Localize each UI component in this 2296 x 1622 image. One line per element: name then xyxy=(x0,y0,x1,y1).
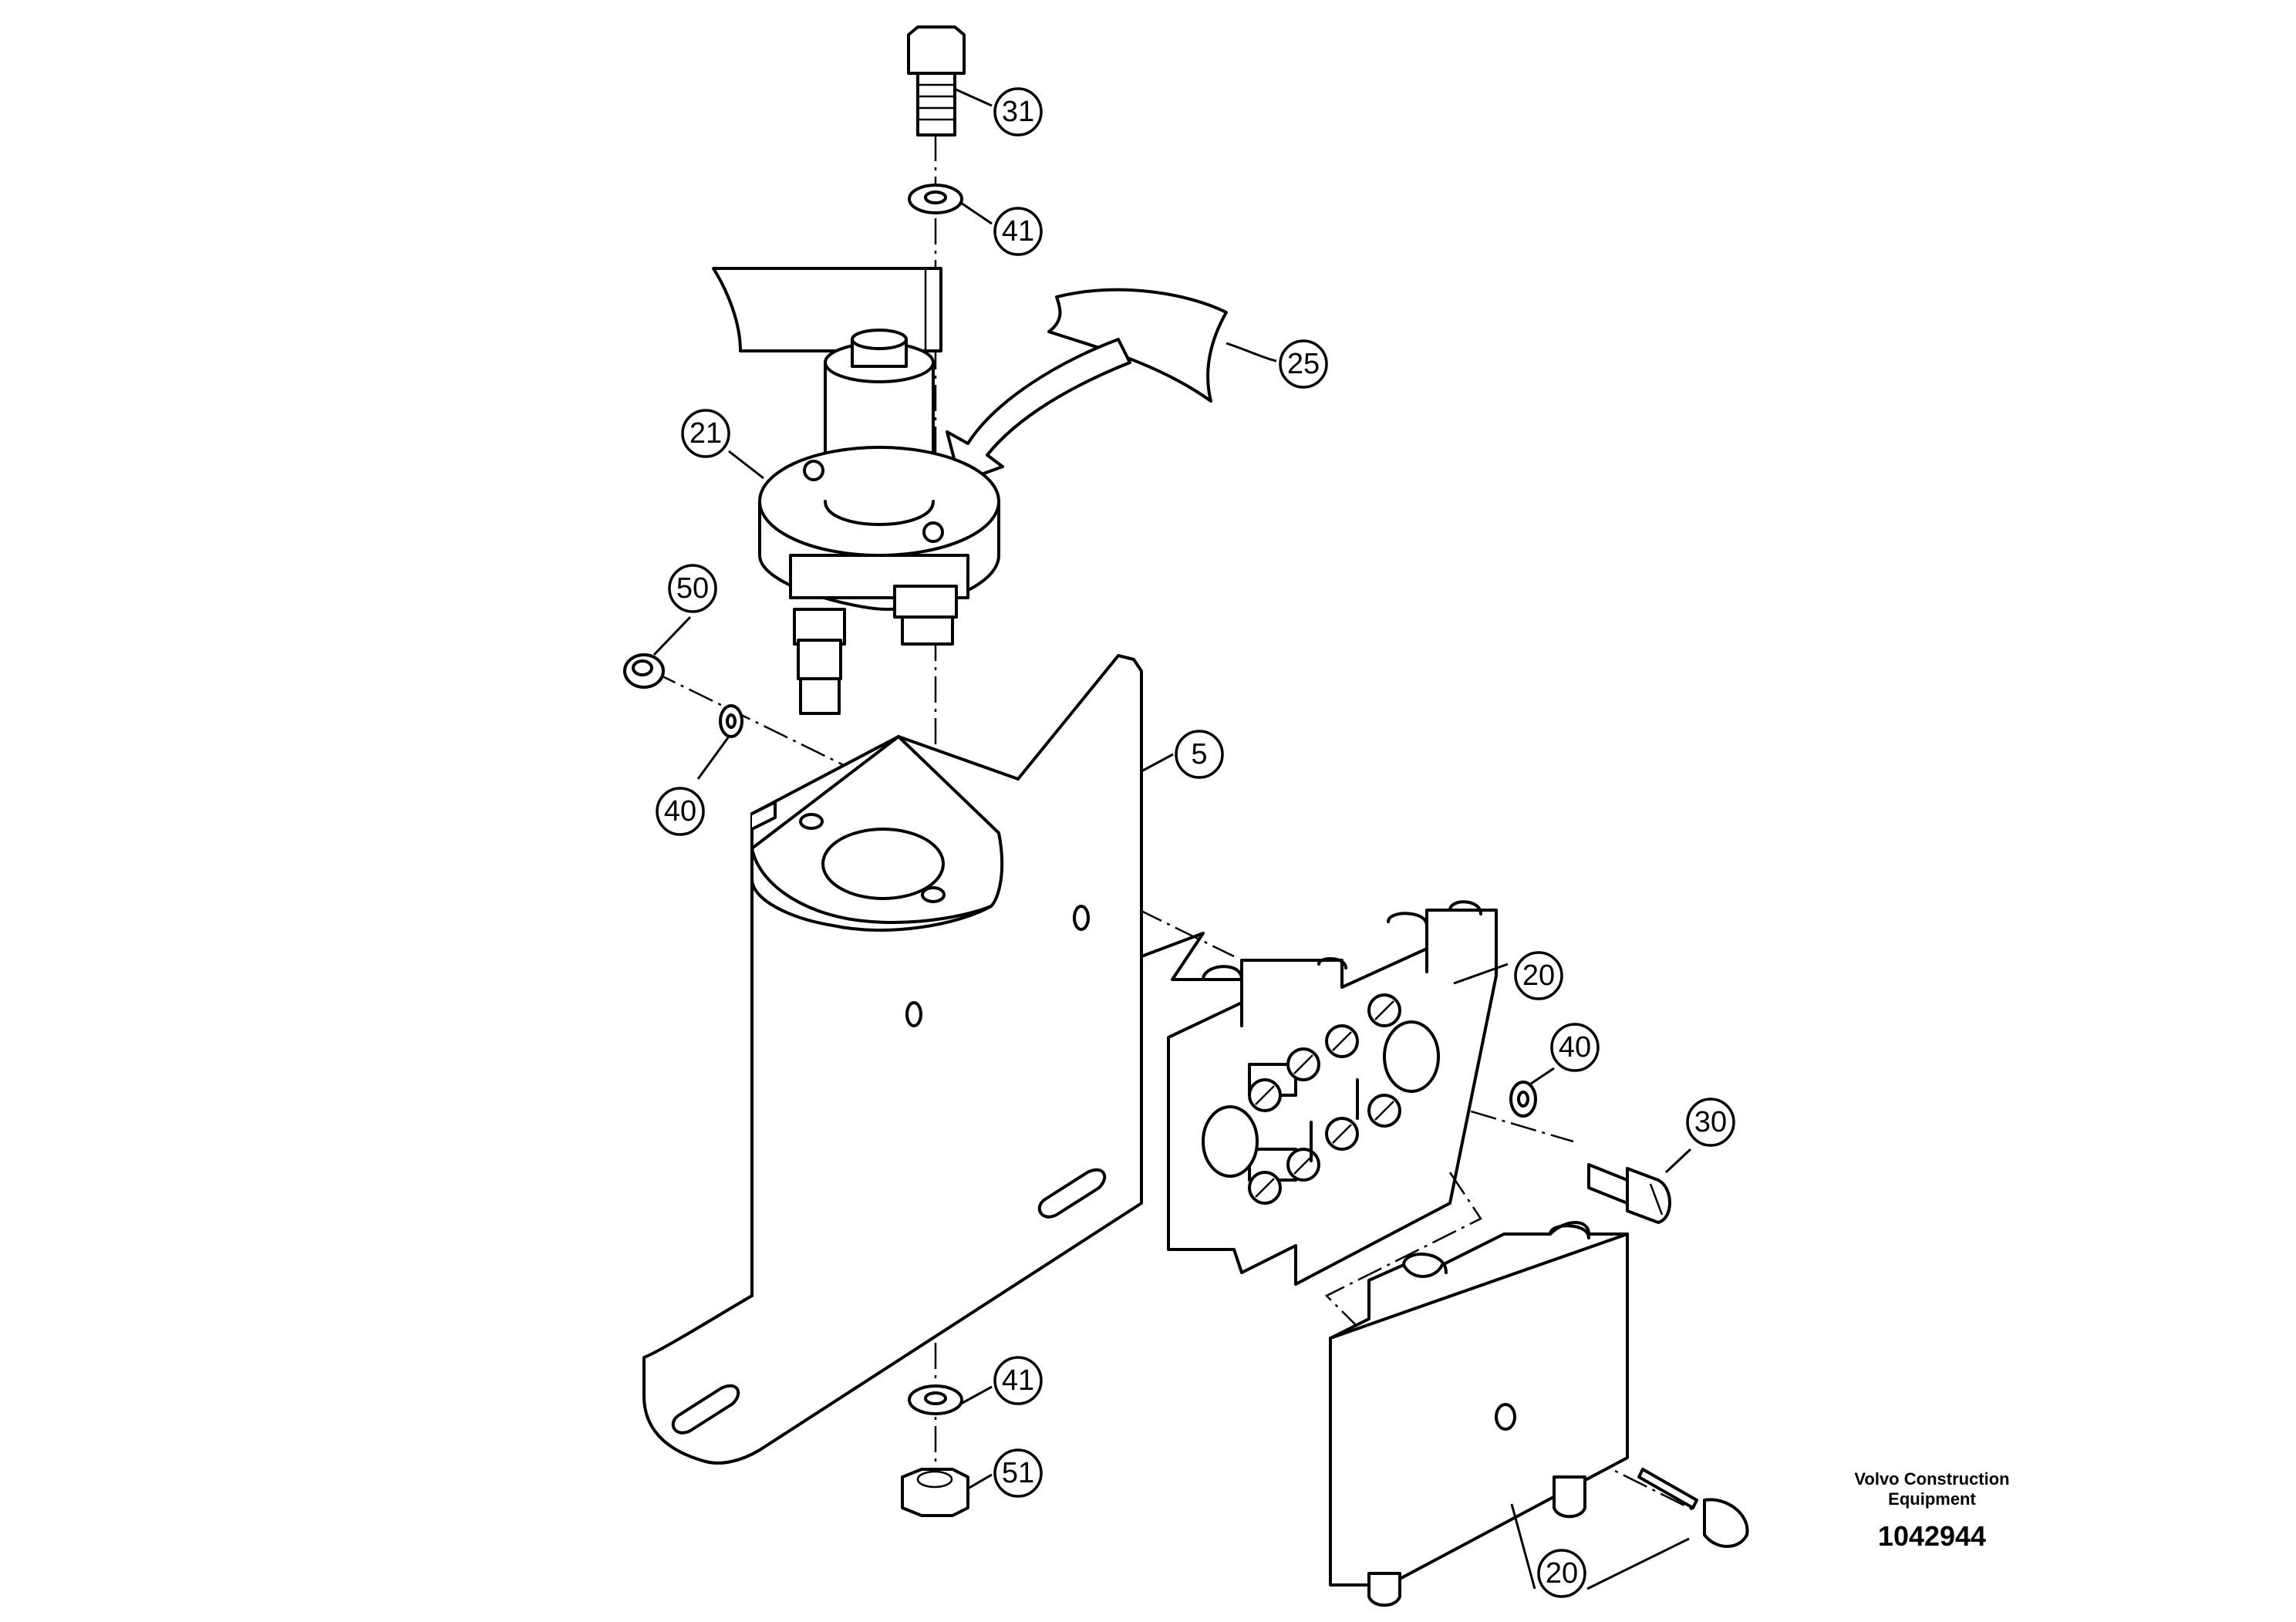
callout-label: 30 xyxy=(1694,1106,1727,1138)
callout-label: 20 xyxy=(1522,959,1555,992)
callout-21: 21 xyxy=(681,409,730,458)
company-name-line2: Equipment xyxy=(1888,1489,1976,1509)
washer-41-top xyxy=(908,184,963,214)
drawing-number: 1042944 xyxy=(1877,1520,1987,1552)
washer-40-right xyxy=(1509,1081,1537,1118)
callout-40-right: 40 xyxy=(1550,1023,1600,1072)
arrow-decal-25 xyxy=(1047,288,1228,403)
callout-20-cover: 20 xyxy=(1537,1549,1586,1598)
nut-50 xyxy=(623,653,665,689)
washer-41-bottom xyxy=(908,1384,963,1415)
leader-lines xyxy=(652,87,1692,1590)
cover-bolt-20 xyxy=(1637,1468,1749,1548)
rotation-arrow xyxy=(946,338,1131,484)
mounting-bracket-5 xyxy=(642,654,1143,1465)
screw-30 xyxy=(1587,1163,1671,1224)
callout-label: 41 xyxy=(1002,1364,1034,1397)
callout-label: 25 xyxy=(1287,348,1320,380)
callout-label: 41 xyxy=(1002,215,1034,248)
cover-alignment-outline xyxy=(1324,1172,1482,1327)
company-name-line1: Volvo Construction xyxy=(1854,1469,2010,1489)
callout-30: 30 xyxy=(1686,1098,1735,1147)
callout-5: 5 xyxy=(1175,730,1224,779)
terminal-cover-20 xyxy=(1329,1221,1629,1607)
callout-label: 50 xyxy=(676,572,709,605)
nut-51 xyxy=(901,1468,969,1517)
terminal-screws xyxy=(1248,993,1401,1205)
callout-label: 21 xyxy=(689,417,722,450)
isolator-switch-21 xyxy=(712,267,1000,715)
callout-51: 51 xyxy=(993,1448,1043,1498)
terminal-block-20 xyxy=(1167,900,1498,1286)
washer-40-left xyxy=(719,704,743,738)
callout-20-block: 20 xyxy=(1514,951,1563,1000)
callout-label: 20 xyxy=(1546,1557,1578,1590)
callout-label: 40 xyxy=(664,795,696,828)
bolt-31 xyxy=(907,25,966,137)
callout-label: 31 xyxy=(1002,96,1034,128)
callout-40-left: 40 xyxy=(656,787,705,836)
callout-label: 51 xyxy=(1002,1457,1034,1489)
callout-label: 5 xyxy=(1191,738,1207,771)
callout-25: 25 xyxy=(1279,339,1328,389)
manufacturer-block: Volvo Construction Equipment 1042944 xyxy=(1762,1469,2102,1553)
callout-label: 40 xyxy=(1559,1031,1591,1064)
callout-31: 31 xyxy=(993,87,1043,137)
callout-41-top: 41 xyxy=(993,207,1043,256)
callout-50: 50 xyxy=(668,564,717,613)
callout-41-bottom: 41 xyxy=(993,1356,1043,1405)
